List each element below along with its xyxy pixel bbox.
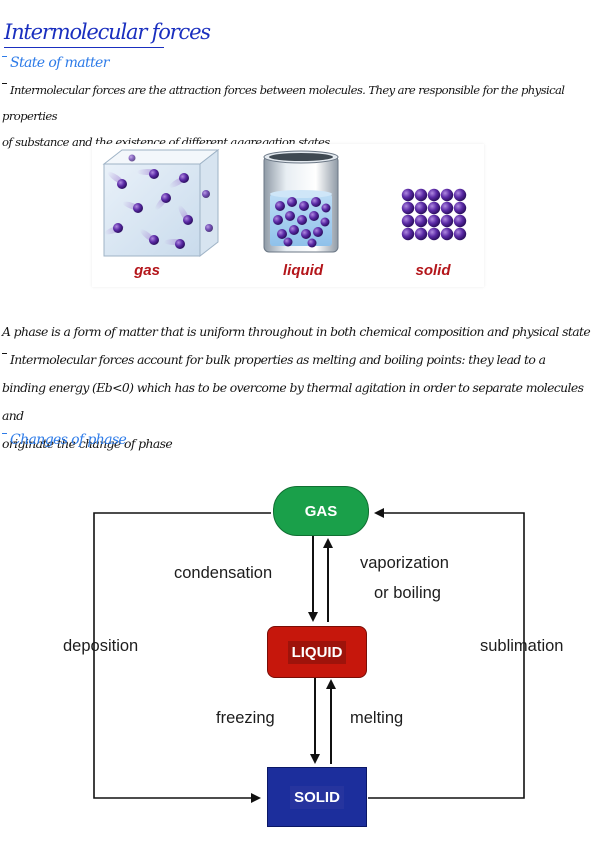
solid-molecule [440,214,454,228]
sublimation-arrow [368,508,525,799]
bulk-line-3: originate the change of phase [2,436,173,451]
liquid-molecules [273,197,331,248]
solid-molecule [414,227,428,241]
subtitle-changes-of-phase: Changes of phase [2,432,127,448]
phase-arrows [93,508,525,803]
sublimation-label: sublimation [480,637,564,655]
subtitle-state-of-matter: State of matter [2,55,109,71]
bulk-line-1: Intermolecular forces account for bulk p… [2,346,598,374]
solid-box-label: SOLID [290,785,344,809]
states-of-matter-figure: gas liquid solid [92,144,484,287]
solid-molecule [427,227,441,241]
solid-molecule [414,201,428,215]
freezing-label: freezing [216,709,275,727]
intro-line-1: Intermolecular forces are the attraction… [2,83,565,123]
solid-molecule [401,227,415,241]
subtitle-changes-of-phase-text: Changes of phase [10,432,127,448]
solid-molecule [401,188,415,202]
bulk-line-2: binding energy (Eb<0) which has to be ov… [2,380,584,423]
solid-molecule [453,214,467,228]
title-underline [4,47,164,48]
state-label-gas: gas [133,262,160,279]
gas-molecules [104,154,213,249]
phase-change-diagram: GAS LIQUID SOLID condensation vaporizati… [58,470,584,840]
gas-box: GAS [273,486,369,536]
solid-molecule [440,201,454,215]
vaporization-label: vaporization [360,554,449,572]
solid-molecule [414,214,428,228]
phase-paragraph: A phase is a form of matter that is unif… [2,318,598,458]
liquid-beaker [263,150,339,253]
solid-molecule [401,201,415,215]
solid-molecule [401,214,415,228]
condensation-label: condensation [174,564,273,582]
solid-molecule [440,227,454,241]
solid-molecule [440,188,454,202]
solid-molecule [453,201,467,215]
solid-molecule [427,201,441,215]
liquid-box-label: LIQUID [287,640,347,664]
melting-label: melting [350,709,404,727]
solid-molecule [427,214,441,228]
solid-molecule [414,188,428,202]
solid-lattice [401,188,467,241]
subtitle-state-of-matter-text: State of matter [10,55,109,71]
phase-definition: A phase is a form of matter that is unif… [2,324,591,339]
deposition-label: deposition [63,637,139,655]
state-label-liquid: liquid [283,262,324,279]
deposition-arrow [93,512,271,803]
state-label-solid: solid [415,262,451,279]
solid-box: SOLID [267,767,367,827]
solid-molecule [453,188,467,202]
gas-container [102,148,220,258]
page-title: Intermolecular forces [4,20,211,44]
boiling-label: or boiling [374,584,441,602]
states-of-matter-illustration: gas liquid solid [102,148,467,279]
liquid-box: LIQUID [267,626,367,678]
gas-box-label: GAS [304,502,338,520]
solid-molecule [427,188,441,202]
solid-molecule [453,227,467,241]
